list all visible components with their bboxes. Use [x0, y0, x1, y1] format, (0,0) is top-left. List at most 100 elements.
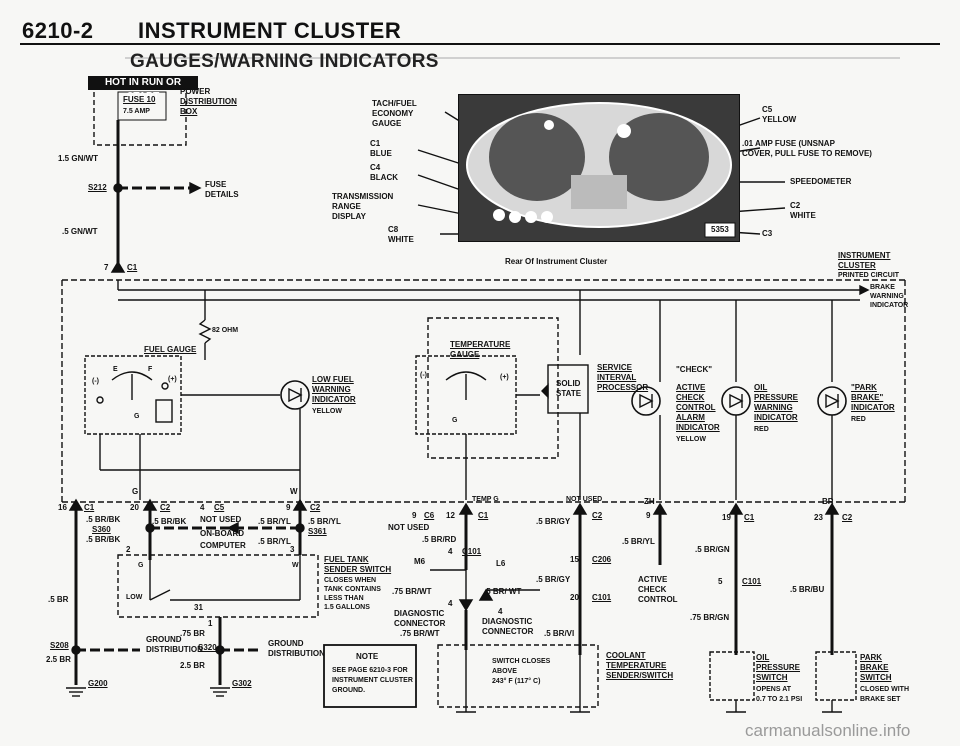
- park-2: BRAKE": [851, 393, 884, 402]
- c2-label-a: C2: [160, 503, 171, 512]
- check-color: YELLOW: [676, 436, 706, 443]
- c1-pin-19: 19: [722, 513, 731, 522]
- check-3: CONTROL: [676, 403, 716, 412]
- sender-pin-w: W: [292, 562, 299, 569]
- splice-s212: S212: [88, 183, 107, 192]
- page-title: INSTRUMENT CLUSTER: [138, 18, 402, 43]
- park-1: "PARK: [851, 383, 877, 392]
- pcb-line1: INSTRUMENT: [838, 251, 891, 260]
- wire-brrd: .5 BR/RD: [422, 535, 457, 544]
- fuel-gauge-g: G: [134, 413, 140, 420]
- wire-gnwt-05: .5 GN/WT: [62, 227, 98, 236]
- coolant-note-1: SWITCH CLOSES: [492, 658, 551, 665]
- splice-s361: S361: [308, 527, 327, 536]
- fuel-gauge-f: F: [148, 366, 153, 373]
- callout-c8-color: WHITE: [388, 235, 414, 244]
- wire-br-25: 2.5 BR: [46, 655, 71, 664]
- c1-pin-16: 16: [58, 503, 67, 512]
- c2-pin-9b: 9: [646, 511, 651, 520]
- oil-switch-2: PRESSURE: [756, 663, 801, 672]
- wire-bryl-2: .5 BR/YL: [258, 537, 291, 546]
- check-2: CHECK: [676, 393, 705, 402]
- wire-brbk-2: .5 BR/BK: [86, 535, 121, 544]
- photo-caption: Rear Of Instrument Cluster: [505, 257, 608, 266]
- section-title: GAUGES/WARNING INDICATORS: [130, 51, 439, 72]
- service-1: SERVICE: [597, 363, 632, 372]
- check-4: ALARM: [676, 413, 705, 422]
- note-line1: SEE PAGE 6210-3 FOR: [332, 667, 408, 674]
- callout-c8: C8: [388, 225, 399, 234]
- c101-label: C101: [462, 547, 482, 556]
- coolant-2: TEMPERATURE: [606, 661, 667, 670]
- brake-warning-1: BRAKE: [870, 284, 895, 291]
- pin-3: 3: [290, 545, 295, 554]
- low-fuel-2: WARNING: [312, 385, 351, 394]
- callout-fuse-2: COVER, PULL FUSE TO REMOVE): [742, 149, 872, 158]
- c101c-pin-5: 5: [718, 577, 723, 586]
- solid-state-2: STATE: [556, 389, 582, 398]
- wire-brbk: .5 BR/BK: [86, 515, 121, 524]
- instrument-cluster-photo: 5353: [458, 94, 740, 242]
- c5-label: C5: [214, 503, 225, 512]
- oil-2: PRESSURE: [754, 393, 799, 402]
- park-switch-5: BRAKE SET: [860, 696, 901, 703]
- photo-number: 5353: [711, 225, 729, 234]
- park-3: INDICATOR: [851, 403, 895, 412]
- coolant-note-2: ABOVE: [492, 668, 517, 675]
- callout-tach-2: ECONOMY: [372, 109, 414, 118]
- c206-pin-15: 15: [570, 555, 579, 564]
- pin-zh: ZH: [644, 497, 655, 506]
- fuel-sender-4: TANK CONTAINS: [324, 586, 381, 593]
- note-title: NOTE: [356, 652, 379, 661]
- ground-g200: G200: [88, 679, 108, 688]
- park-switch-2: BRAKE: [860, 663, 889, 672]
- wire-brgy-2: .5 BR/GY: [536, 575, 571, 584]
- c101b-label: C101: [592, 593, 612, 602]
- brake-warning-2: WARNING: [870, 293, 904, 300]
- c5-pin-4: 4: [200, 503, 205, 512]
- callout-c4: C4: [370, 163, 381, 172]
- diag2-pin: 4: [498, 607, 503, 616]
- fuel-gauge-minus: (-): [92, 378, 99, 385]
- watermark: carmanualsonline.info: [745, 721, 911, 740]
- temp-gauge-2: GAUGE: [450, 350, 480, 359]
- active-check-2: CHECK: [638, 585, 667, 594]
- park-switch-1: PARK: [860, 653, 883, 662]
- oil-switch-5: 0.7 TO 2.1 PSI: [756, 696, 803, 703]
- oil-4: INDICATOR: [754, 413, 798, 422]
- callout-trans-1: TRANSMISSION: [332, 192, 394, 201]
- wire-brwt-3: .75 BR/WT: [400, 629, 440, 638]
- splice-s208: S208: [50, 641, 69, 650]
- wire-brwt: .75 BR/WT: [392, 587, 432, 596]
- c1-label-c: C1: [744, 513, 755, 522]
- c101c-label: C101: [742, 577, 762, 586]
- coolant-1: COOLANT: [606, 651, 646, 660]
- temp-gauge-minus: (-): [420, 372, 427, 379]
- conn-m6: M6: [414, 557, 426, 566]
- pin-br: BR: [822, 497, 834, 506]
- fuse-box-line3: BOX: [180, 107, 198, 116]
- pin-31: 31: [194, 603, 203, 612]
- wire-brwt-2: .5 BR/ WT: [484, 587, 522, 596]
- check-title: "CHECK": [676, 365, 713, 374]
- computer-label: COMPUTER: [200, 541, 246, 550]
- check-5: INDICATOR: [676, 423, 720, 432]
- diag2-1: DIAGNOSTIC: [482, 617, 533, 626]
- oil-switch-1: OIL: [756, 653, 770, 662]
- service-3: PROCESSOR: [597, 383, 649, 392]
- wire-br-25b: 2.5 BR: [180, 661, 205, 670]
- not-used-c2: NOT USED: [566, 496, 603, 503]
- c1-label-top: C1: [127, 263, 138, 272]
- c2-pin-20: 20: [130, 503, 139, 512]
- brake-warning-3: INDICATOR: [870, 302, 909, 309]
- coolant-note-3: 243° F (117° C): [492, 678, 541, 685]
- oil-1: OIL: [754, 383, 768, 392]
- note-line2: INSTRUMENT CLUSTER: [332, 677, 413, 684]
- c2-label-c: C2: [592, 511, 603, 520]
- pcb-line3: PRINTED CIRCUIT: [838, 272, 900, 279]
- splice-s320: S320: [198, 643, 217, 652]
- callout-c5-color: YELLOW: [762, 115, 797, 124]
- coolant-3: SENDER/SWITCH: [606, 671, 674, 680]
- callout-c3: C3: [762, 229, 773, 238]
